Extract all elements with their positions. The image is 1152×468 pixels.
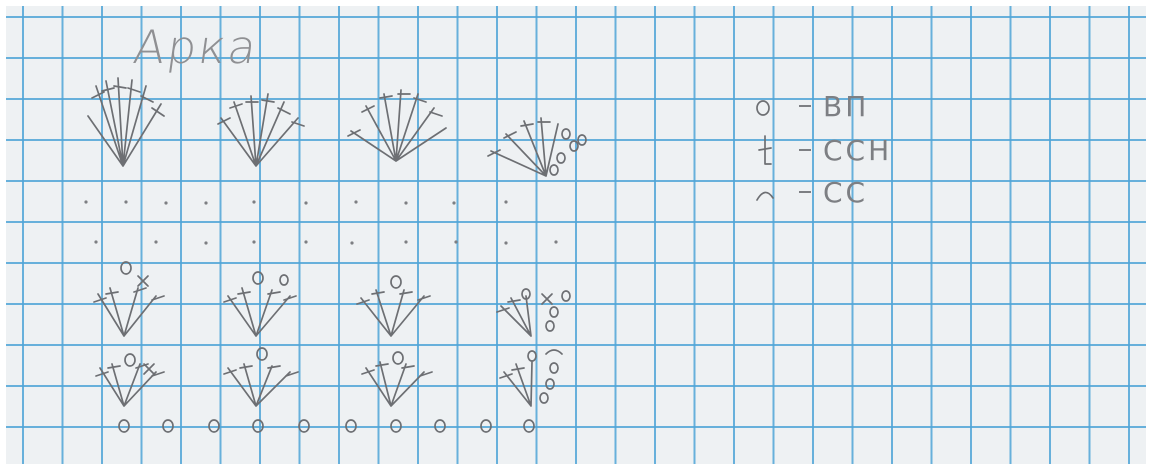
chain-stitch (299, 420, 309, 432)
graph-paper-sheet: Арка ВП ССН СС (6, 6, 1146, 464)
fan-top-1 (88, 78, 164, 166)
shell-low-2 (224, 348, 298, 406)
chain-stitch (346, 420, 356, 432)
shell-mid-4 (497, 289, 570, 336)
crochet-diagram (6, 6, 1146, 464)
chain-stitch (481, 420, 491, 432)
shell-mid-2 (224, 272, 296, 336)
shell-low-3 (362, 352, 432, 406)
chain-stitch (209, 420, 219, 432)
chain-stitch (435, 420, 445, 432)
chain-stitch (391, 420, 401, 432)
shell-low-1 (96, 354, 164, 406)
fan-top-2 (218, 94, 304, 166)
shell-low-4 (500, 350, 562, 406)
foundation-chain (119, 420, 534, 432)
chain-stitch (253, 420, 263, 432)
marker-dots (84, 200, 557, 244)
fan-top-3 (348, 90, 446, 161)
chain-stitch (163, 420, 173, 432)
fan-top-4 (488, 118, 586, 176)
chain-stitch (119, 420, 129, 432)
shell-mid-3 (357, 276, 430, 336)
chain-stitch (524, 420, 534, 432)
shell-mid-1 (94, 262, 164, 336)
